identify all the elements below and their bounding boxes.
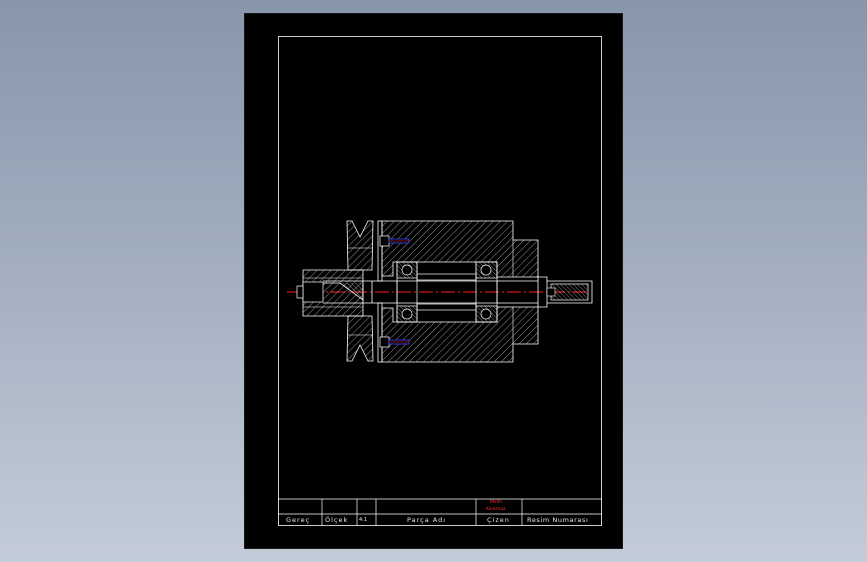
drawing-frame xyxy=(278,36,602,526)
hex-bolt-icon xyxy=(379,235,410,247)
material-label: Gereç xyxy=(286,516,311,524)
bearing-left xyxy=(396,261,418,323)
drawer-name-line2: Korkmaz xyxy=(486,507,506,512)
title-block xyxy=(278,498,602,525)
drawer-name-line1: Melih xyxy=(490,500,503,505)
drawing-number-label: Resim Numarası xyxy=(527,516,589,524)
bearing-right xyxy=(475,261,498,323)
scale-label: Ölçek xyxy=(325,516,349,524)
left-hub xyxy=(296,269,364,317)
scale-value: 4:1 xyxy=(359,517,368,523)
v-belt-pulley xyxy=(346,220,374,362)
hex-bolt-icon xyxy=(379,336,410,348)
threaded-bore xyxy=(546,283,589,301)
spacer-sleeve xyxy=(416,273,477,311)
part-name-label: Parça Adı xyxy=(407,516,447,524)
bearing-housing xyxy=(381,220,539,363)
drawn-by-label: Çizen xyxy=(487,516,510,524)
